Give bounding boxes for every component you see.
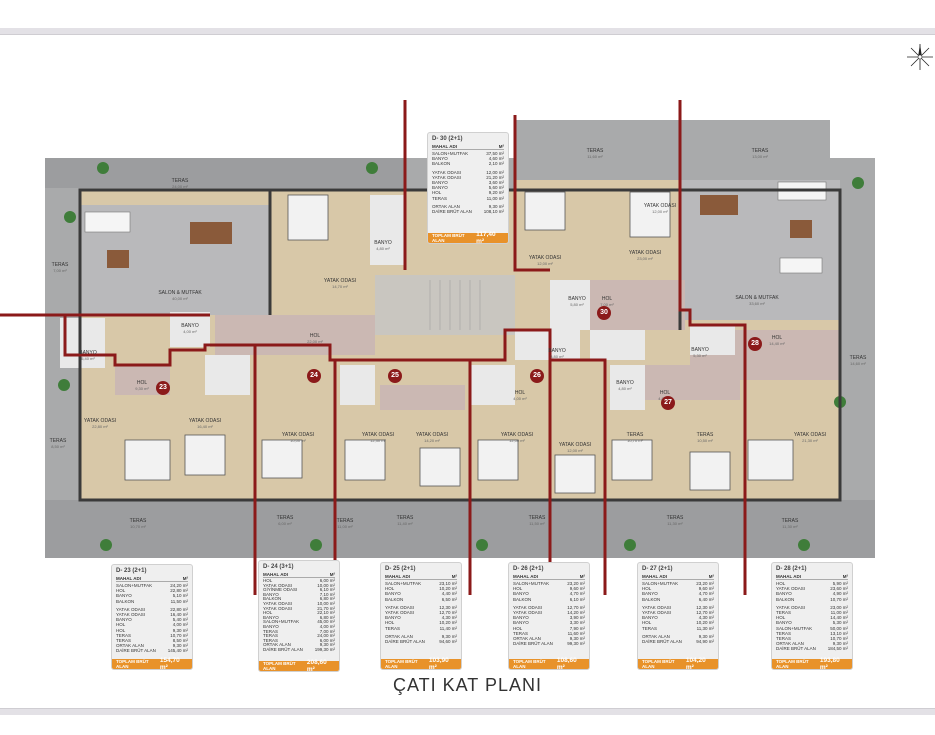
top-border bbox=[0, 28, 935, 35]
card-title: D- 28 (2+1) bbox=[776, 566, 807, 572]
floor-plan bbox=[0, 100, 875, 595]
plan-title: ÇATI KAT PLANI bbox=[392, 675, 543, 695]
card-title: D- 26 (2+1) bbox=[513, 566, 544, 572]
card-title: D- 25 (2+1) bbox=[385, 566, 416, 572]
card-title: D- 24 (3+1) bbox=[263, 564, 294, 570]
unit-marker-25: 25 bbox=[388, 369, 402, 383]
unit-marker-24: 24 bbox=[307, 369, 321, 383]
unit-marker-30: 30 bbox=[597, 306, 611, 320]
card-title: D- 30 (2+1) bbox=[432, 136, 463, 142]
north-arrow-icon bbox=[907, 44, 933, 70]
unit-marker-26: 26 bbox=[530, 369, 544, 383]
card-title: D- 27 (2+1) bbox=[642, 566, 673, 572]
unit-marker-28: 28 bbox=[748, 337, 762, 351]
card-title: D- 23 (2+1) bbox=[116, 568, 147, 574]
unit-marker-23: 23 bbox=[156, 381, 170, 395]
bottom-border bbox=[0, 708, 935, 715]
unit-marker-27: 27 bbox=[661, 396, 675, 410]
